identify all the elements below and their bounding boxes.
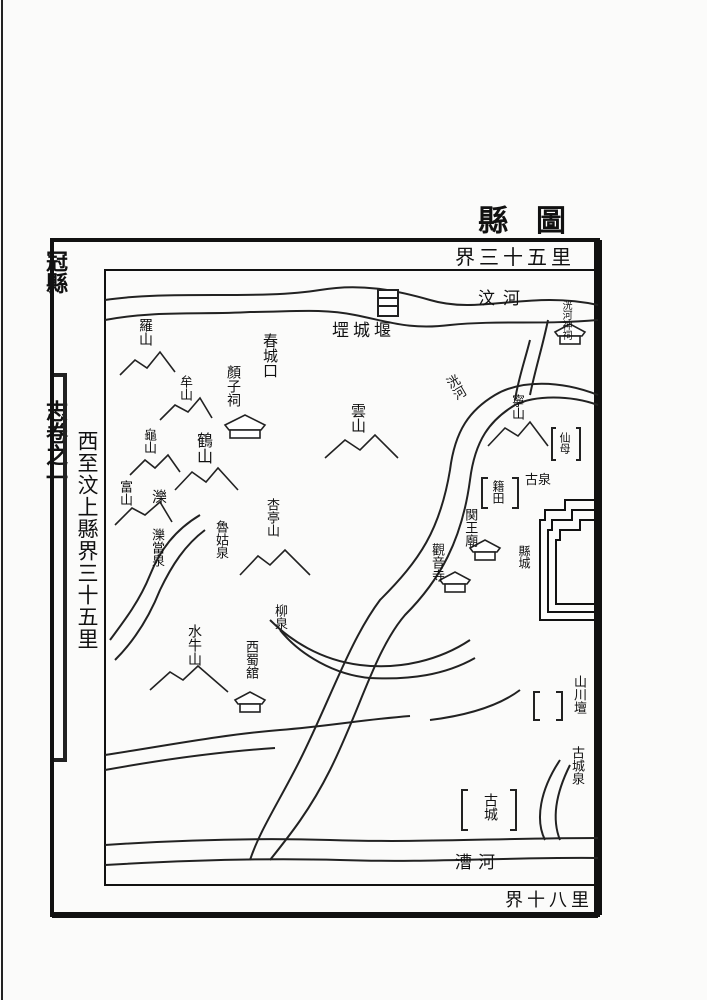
river-guang [249, 382, 599, 861]
dam-structure [377, 289, 399, 317]
county-city-walls [539, 499, 598, 621]
river-cao [104, 837, 599, 846]
building-symbols [223, 323, 587, 713]
xishu-label: 西蜀舘 [243, 640, 258, 679]
south-boundary-label: 界十八里 [505, 890, 593, 911]
west-boundary-label: 西至汶上縣界三十五里 [75, 430, 99, 650]
moushan-label: 牟山 [177, 375, 192, 401]
gucheng-label: 古城 [482, 793, 498, 821]
county-city-label: 縣城 [517, 545, 531, 569]
north-boundary-label: 界三十五里 [455, 245, 575, 269]
ninshan-label: 寧山 [509, 394, 524, 420]
gucheng-quan-label: 古城泉 [569, 746, 584, 785]
rivers [104, 286, 599, 866]
nw-shrine-label: 洸河神祠 [560, 300, 571, 340]
jitian-label: 籍田 [491, 480, 505, 504]
shuiniushan-label: 水牛山 [186, 624, 202, 666]
luoshan-label: 羅山 [137, 318, 153, 346]
left-margin-fragment-top: 冠縣 [42, 250, 68, 294]
shanchuan-altar-label: 山川壇 [571, 675, 586, 714]
xingtingshan-label: 杏亭山 [264, 498, 279, 537]
chuncheng-label: 春城口 [261, 333, 279, 378]
guishan-label: 龜山 [141, 428, 156, 454]
left-margin-rule [1, 0, 67, 1000]
page-title: 縣圖 [478, 204, 594, 239]
luodang-label: 濼當泉 [149, 528, 164, 567]
river-wen [104, 286, 599, 306]
guanyin-label: 觀音寺 [429, 543, 444, 582]
gu-quan-label: 古泉 [525, 472, 551, 488]
yunshan-label: 雲山 [349, 403, 367, 433]
yanzi-temple-label: 顏子祠 [225, 365, 241, 407]
liuquan-label: 柳泉 [272, 604, 287, 630]
fushan-label: 富山 [117, 480, 132, 506]
river-cao-label: 漕河 [455, 853, 501, 873]
luo-label: 濼 [152, 488, 167, 506]
heshan-label: 鶴山 [194, 432, 213, 464]
map-frame [50, 238, 602, 918]
mountains [114, 350, 549, 693]
bracket-symbols [461, 427, 581, 831]
guanwang-label: 関王廟 [462, 508, 478, 547]
xianmu-label: 仙母 [558, 432, 571, 454]
luzhi-label: 魯姑泉 [213, 520, 228, 559]
river-wen-label: 汶河 [478, 289, 528, 309]
dam-label: 堽城堰 [332, 321, 395, 341]
